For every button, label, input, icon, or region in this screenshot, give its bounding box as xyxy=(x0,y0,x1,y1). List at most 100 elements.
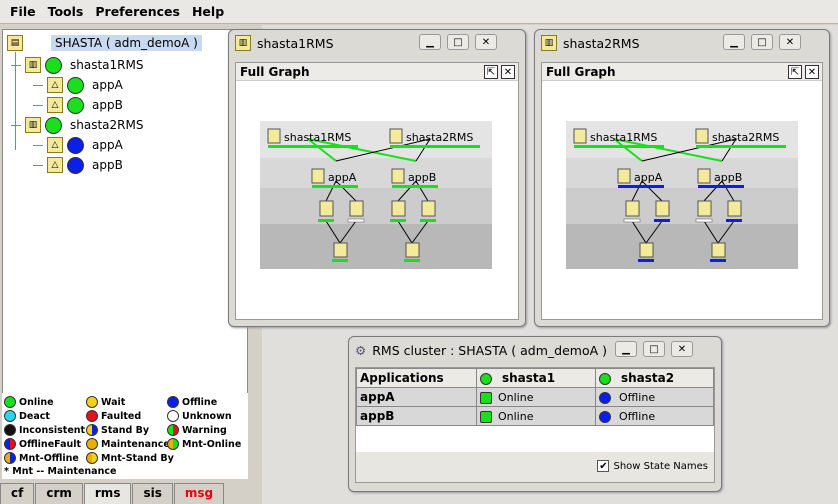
window-title: shasta2RMS xyxy=(563,35,640,51)
node-icon: ▥ xyxy=(235,35,251,51)
tab-crm[interactable]: crm xyxy=(35,483,83,504)
window-title-bar[interactable]: ▥ shasta2RMS xyxy=(535,30,829,56)
legend-label: Stand By xyxy=(101,424,150,436)
graph-edge xyxy=(613,138,643,162)
show-state-names-checkbox[interactable]: ✔ Show State Names xyxy=(597,460,708,472)
state-cell: Offline xyxy=(595,406,714,426)
col-header-label: shasta2 xyxy=(621,371,675,385)
resource-icon xyxy=(319,200,334,217)
maximize-icon[interactable]: □ xyxy=(447,34,469,50)
menu-tools[interactable]: Tools xyxy=(47,4,84,19)
app-icon: △ xyxy=(47,77,63,93)
status-online-icon xyxy=(480,391,492,404)
status-offline-icon xyxy=(599,391,611,404)
node-icon xyxy=(695,128,709,144)
gear-icon: ⚙ xyxy=(355,342,367,358)
legend-warning: Warning xyxy=(167,424,227,436)
close-icon[interactable]: ✕ xyxy=(671,341,693,357)
state-legend: Online Wait Offline Deact Faulted Unknow… xyxy=(2,393,248,479)
graph-canvas: shasta1RMS shasta2RMS appA appB xyxy=(260,121,492,269)
close-icon[interactable]: ✕ xyxy=(779,34,801,50)
graph-edge xyxy=(631,220,647,244)
tree-app-shasta1-appA[interactable]: △ appA xyxy=(33,75,123,95)
minimize-icon[interactable]: ▁ xyxy=(723,34,745,50)
status-bar xyxy=(392,185,438,188)
minimize-icon[interactable]: ▁ xyxy=(419,34,441,50)
status-offline-icon xyxy=(67,156,84,174)
legend-mnt-offline: Mnt-Offline xyxy=(4,452,79,464)
node-icon: ▥ xyxy=(25,117,41,133)
graph-edge xyxy=(415,180,429,202)
popout-icon[interactable]: ⇱ xyxy=(484,65,498,79)
resource-icon xyxy=(625,200,640,217)
status-online-icon xyxy=(599,372,611,385)
graph-band xyxy=(566,188,798,224)
legend-label: Online xyxy=(19,396,54,408)
status-bar xyxy=(698,185,744,188)
status-bar xyxy=(268,145,358,148)
app-icon: △ xyxy=(47,97,63,113)
tab-msg[interactable]: msg xyxy=(173,483,225,504)
close-icon[interactable]: ✕ xyxy=(475,34,497,50)
table-footer xyxy=(356,452,714,482)
menu-preferences[interactable]: Preferences xyxy=(95,4,180,19)
close-graph-icon[interactable]: ✕ xyxy=(805,65,819,79)
graph-edge xyxy=(307,138,417,162)
graph-edge xyxy=(703,180,723,202)
tree-app-shasta1-appB[interactable]: △ appB xyxy=(33,95,123,115)
menu-help[interactable]: Help xyxy=(191,4,225,19)
tab-sis[interactable]: sis xyxy=(132,483,173,504)
window-controls: ▁ □ ✕ xyxy=(723,34,801,50)
node-icon xyxy=(389,128,403,144)
resource-icon xyxy=(349,200,364,217)
minimize-icon[interactable]: ▁ xyxy=(615,341,637,357)
resource-icon xyxy=(639,242,654,258)
table-row[interactable]: appA Online Offline xyxy=(356,387,714,407)
col-header[interactable]: shasta1 xyxy=(476,368,596,388)
tree-app-shasta2-appA[interactable]: △ appA xyxy=(33,135,123,155)
tab-rms[interactable]: rms xyxy=(83,483,132,504)
status-bar xyxy=(574,145,664,148)
graph-edge xyxy=(397,220,413,244)
tree-root[interactable]: ▤ SHASTA ( adm_demoA ) xyxy=(7,33,202,53)
col-header[interactable]: shasta2 xyxy=(595,368,714,388)
legend-label: Faulted xyxy=(101,410,142,422)
table-row[interactable]: appB Online Offline xyxy=(356,406,714,426)
rms-tree: ▤ SHASTA ( adm_demoA ) ▥ shasta1RMS △ ap… xyxy=(2,29,248,417)
full-graph-panel: Full Graph ⇱ ✕ shast xyxy=(235,62,519,320)
legend-unknown: Unknown xyxy=(167,410,232,422)
tree-node-shasta2[interactable]: ▥ shasta2RMS xyxy=(11,115,143,135)
app-cell: appA xyxy=(356,387,477,407)
menu-file[interactable]: File xyxy=(10,4,36,19)
window-title-bar[interactable]: ▥ shasta1RMS xyxy=(229,30,525,56)
col-header[interactable]: Applications xyxy=(356,368,477,388)
cluster-table: Applications shasta1 shasta2 appA Online… xyxy=(356,368,714,426)
full-graph-panel: Full Graph ⇱ ✕ shast xyxy=(541,62,823,320)
graph-band xyxy=(260,158,492,188)
graph-title: Full Graph xyxy=(236,63,518,81)
legend-label: Offline xyxy=(182,396,218,408)
resource-icon xyxy=(333,242,348,258)
popout-icon[interactable]: ⇱ xyxy=(788,65,802,79)
window-controls: ▁ □ ✕ xyxy=(615,341,693,357)
maximize-icon[interactable]: □ xyxy=(643,341,665,357)
close-graph-icon[interactable]: ✕ xyxy=(501,65,515,79)
legend-mnt-standby: Mnt-Stand By xyxy=(86,452,174,464)
tree-app-label: appB xyxy=(92,158,123,172)
window-title-bar[interactable]: ⚙ RMS cluster : SHASTA ( adm_demoA ) xyxy=(349,337,721,363)
maximize-icon[interactable]: □ xyxy=(751,34,773,50)
tree-app-shasta2-appB[interactable]: △ appB xyxy=(33,155,123,175)
status-bar xyxy=(312,185,358,188)
app-icon: △ xyxy=(47,157,63,173)
tree-node-shasta1[interactable]: ▥ shasta1RMS xyxy=(11,55,143,75)
status-bar xyxy=(390,219,406,222)
legend-label: Inconsistent xyxy=(19,424,86,436)
tab-cf[interactable]: cf xyxy=(0,483,35,504)
window-title: RMS cluster : SHASTA ( adm_demoA ) xyxy=(372,342,607,358)
status-bar xyxy=(695,218,713,223)
graph-edge xyxy=(717,220,735,244)
graph-edge xyxy=(411,220,429,244)
legend-note: * Mnt -- Maintenance xyxy=(4,466,117,477)
graph-title: Full Graph xyxy=(542,63,822,81)
menu-bar: File Tools Preferences Help xyxy=(0,0,838,24)
